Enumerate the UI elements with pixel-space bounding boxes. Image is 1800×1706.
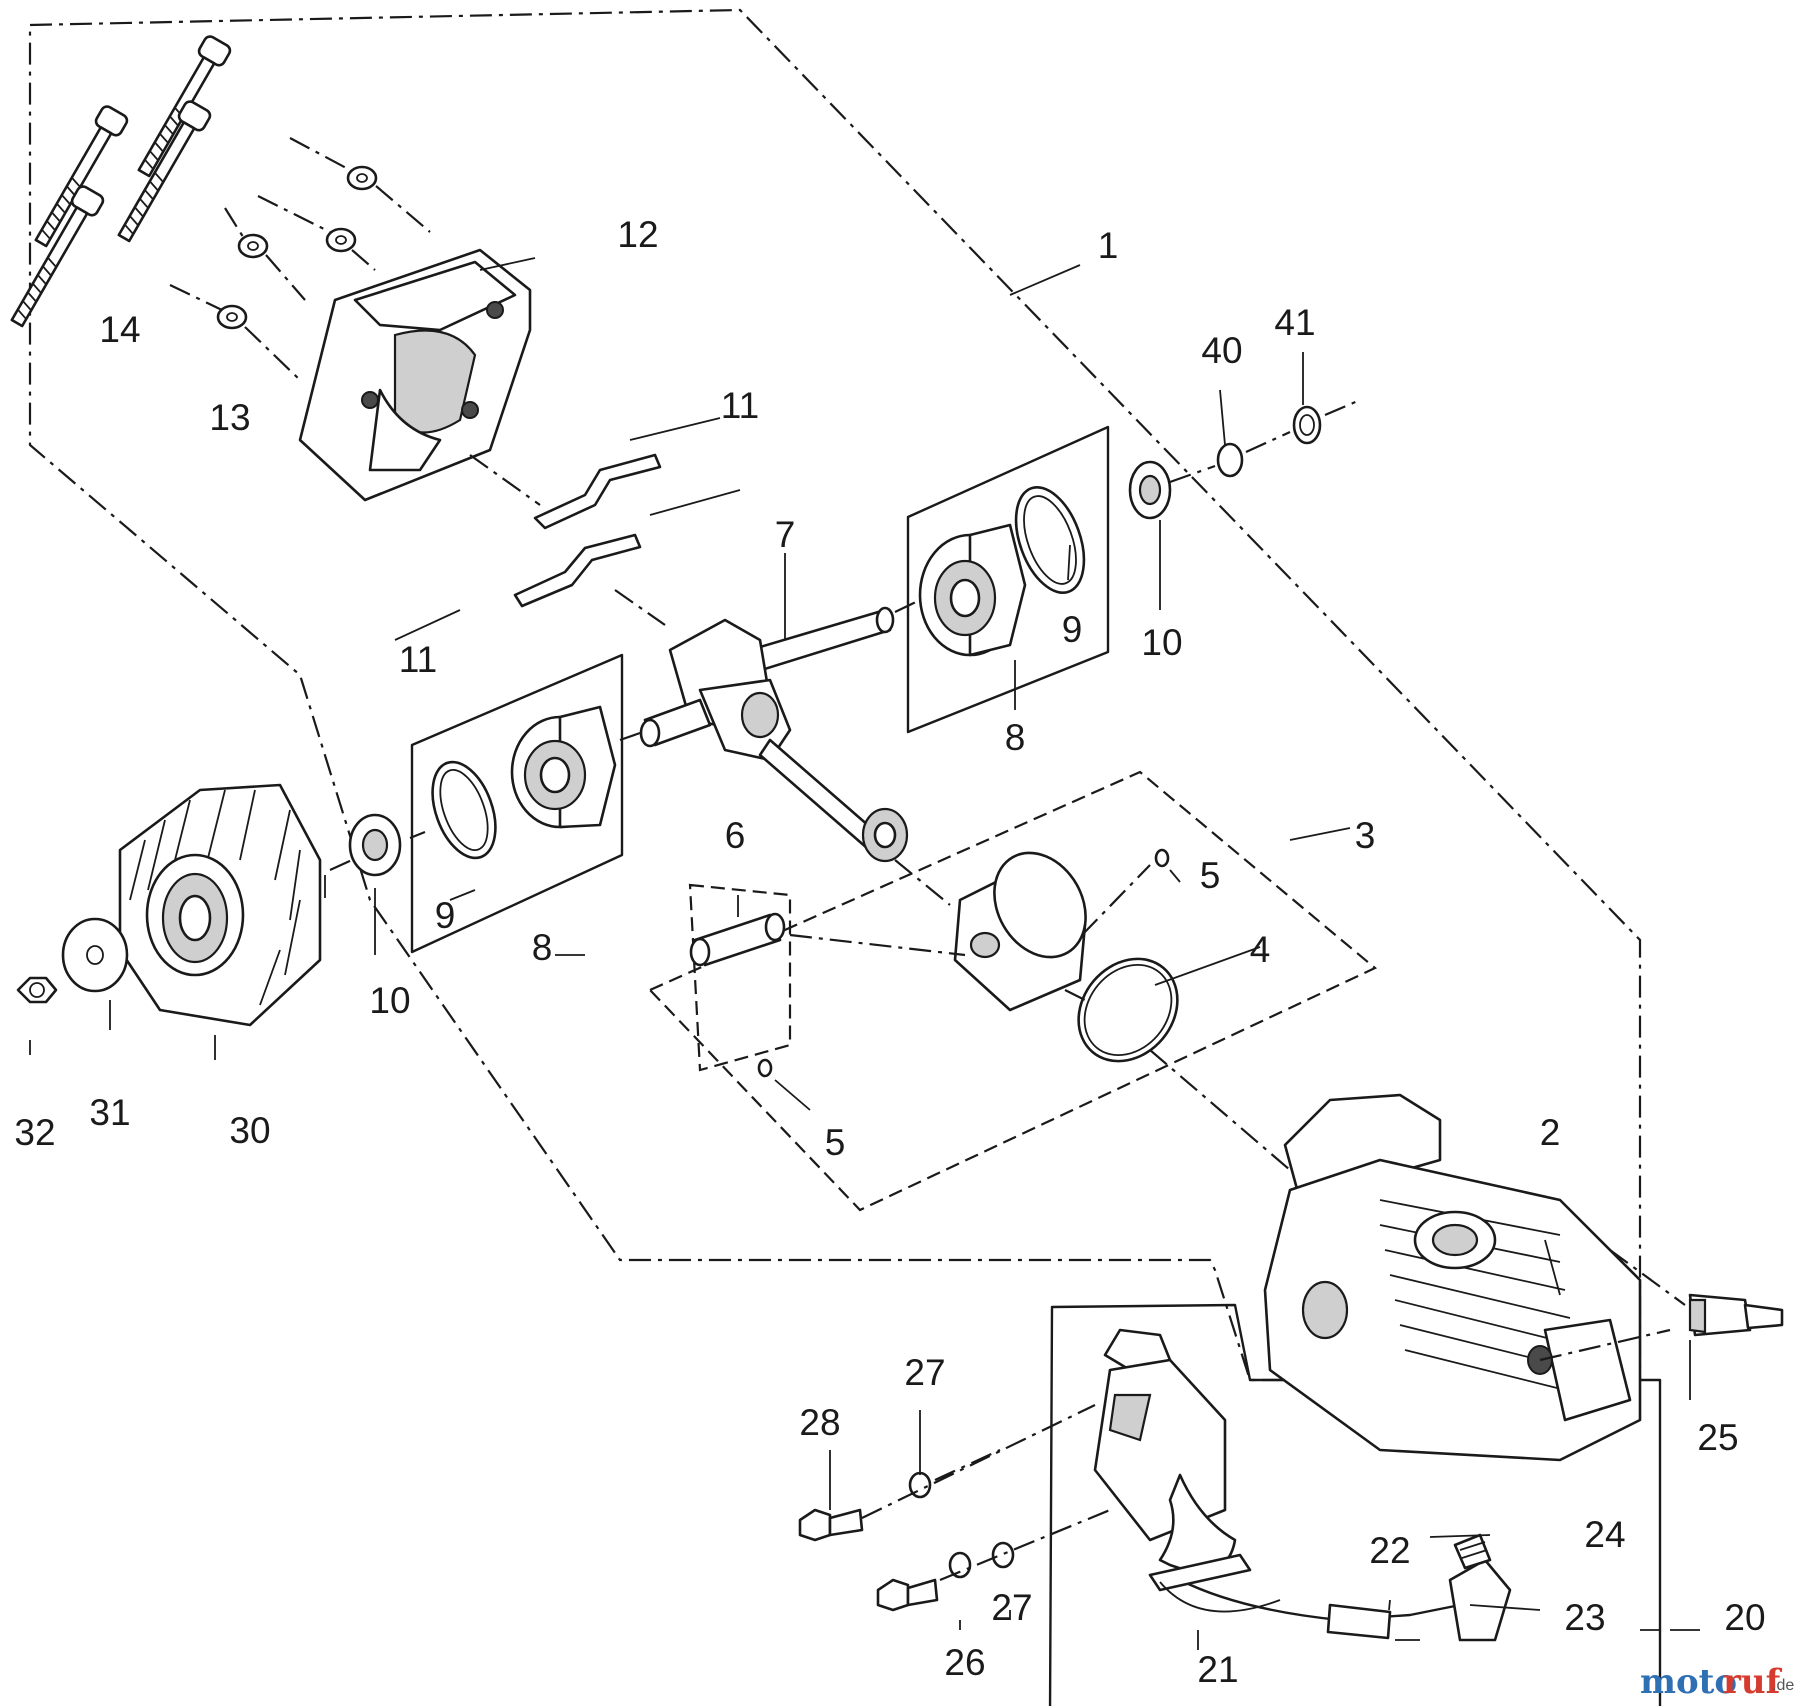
leader-bolt-lines [169,137,431,381]
label-10a: 10 [1141,622,1182,663]
label-27a: 27 [904,1352,945,1393]
bearing-icon-right [918,486,1086,657]
crankcase-half-icon [298,248,532,502]
leader-piston [789,864,1291,1171]
label-26: 26 [944,1642,985,1683]
watermark-part1: moto [1640,1662,1737,1702]
leader-spark-plug [1539,1249,1686,1362]
pin-sub-box [688,883,792,1072]
watermark-part2: ruf [1723,1662,1783,1702]
clip-icon [533,453,662,530]
small-washer-icon [908,1471,1015,1579]
label-13: 13 [209,397,250,438]
label-40: 40 [1201,330,1242,371]
label-8b: 8 [532,927,553,968]
label-41: 41 [1274,302,1315,343]
label-10b: 10 [369,980,410,1021]
label-6: 6 [725,815,746,856]
label-20: 20 [1724,1597,1765,1638]
label-30: 30 [229,1110,270,1151]
label-4: 4 [1250,929,1271,970]
circlip-icon [757,848,1170,1078]
cylinder-icon [1263,1093,1642,1462]
label-14: 14 [99,309,140,350]
crankshaft-icon [639,606,909,863]
washer-icon-31 [61,917,129,993]
seal-icon-right [1128,460,1172,520]
label-23: 23 [1564,1597,1605,1638]
ignition-group-box [1048,1303,1662,1706]
ignition-coil-icon [1093,1328,1512,1642]
watermark-suffix: .de [1772,1677,1794,1694]
label-9b: 9 [435,895,456,936]
label-25: 25 [1697,1417,1738,1458]
label-27b: 27 [991,1587,1032,1628]
leader-shaft-left [329,731,641,872]
label-3: 3 [1355,815,1376,856]
label-11b: 11 [399,639,437,680]
label-21: 21 [1197,1649,1238,1690]
ring-icon-40-41 [1216,405,1322,478]
piston-group-box [648,770,1378,1212]
label-5b: 5 [825,1122,846,1163]
leader-ignition [861,1404,1111,1582]
bearing-group-box-left [410,653,624,954]
leader-crankcase [469,454,541,506]
label-12: 12 [617,214,658,255]
bolt-icon [10,35,232,328]
label-22: 22 [1369,1530,1410,1571]
label-31: 31 [89,1092,130,1133]
bearing-icon-left [431,705,617,860]
label-5a: 5 [1200,855,1221,896]
clip-icon-lower [513,533,642,608]
label-9a: 9 [1062,609,1083,650]
label-7: 7 [775,514,796,555]
seal-icon-left [348,813,402,877]
flywheel-icon [118,783,322,1027]
leader-shaft-right [894,398,1361,613]
label-8a: 8 [1005,717,1026,758]
leader-clip [614,589,666,626]
label-leaders [29,257,1700,1650]
part-labels: 1 2 3 4 5 5 6 7 8 8 9 9 10 10 11 11 12 1… [14,214,1765,1690]
label-24: 24 [1584,1514,1625,1555]
leader-crank-rod [894,859,951,906]
screw-icon [798,1508,939,1612]
bearing-group-box-right [906,425,1110,734]
label-11a: 11 [721,385,759,426]
piston-ring-icon [1077,957,1179,1063]
piston-pin-icon [689,912,786,967]
watermark-logo: moto ruf .de [1640,1662,1794,1702]
piston-icon [953,851,1087,1012]
label-2: 2 [1540,1112,1561,1153]
nut-icon-32 [16,976,58,1004]
label-32: 32 [14,1112,55,1153]
assembly-outline-1 [28,8,1642,1382]
spark-plug-icon [1688,1293,1784,1337]
washer-icon [216,165,378,330]
label-28: 28 [799,1402,840,1443]
label-1: 1 [1098,225,1119,266]
